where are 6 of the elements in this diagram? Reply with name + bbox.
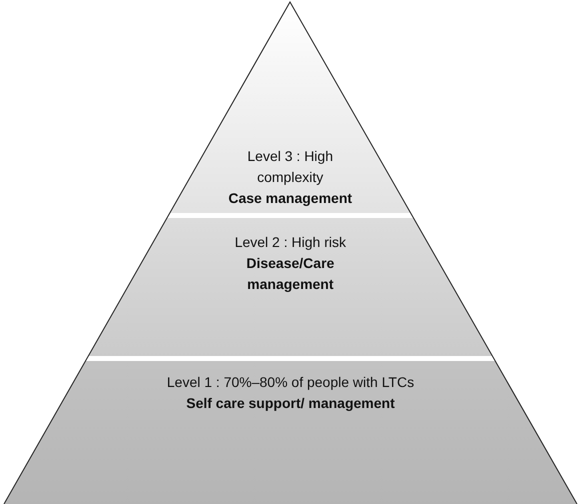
tier-title: Case management	[228, 189, 352, 208]
tier-description: Level 3 : High complexity	[246, 147, 334, 187]
tier-description: Level 1 : 70%–80% of people with LTCs	[166, 373, 414, 392]
tier-description: Level 2 : High risk	[234, 233, 346, 252]
tier-title: Disease/Care management	[245, 254, 336, 294]
tier-title: Self care support/ management	[186, 394, 395, 413]
